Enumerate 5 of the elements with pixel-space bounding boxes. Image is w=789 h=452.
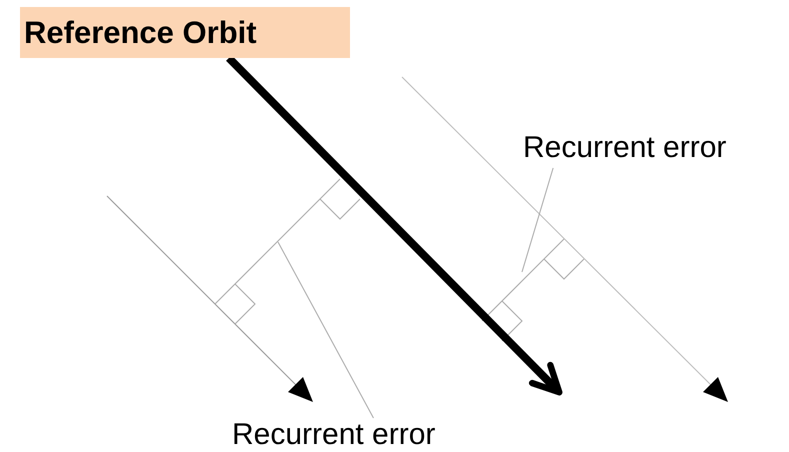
title-label: Reference Orbit bbox=[20, 7, 350, 58]
leader-line bbox=[278, 242, 374, 418]
error-label: Recurrent error bbox=[232, 418, 436, 452]
leader-line bbox=[522, 168, 554, 272]
error-label: Recurrent error bbox=[523, 131, 726, 165]
